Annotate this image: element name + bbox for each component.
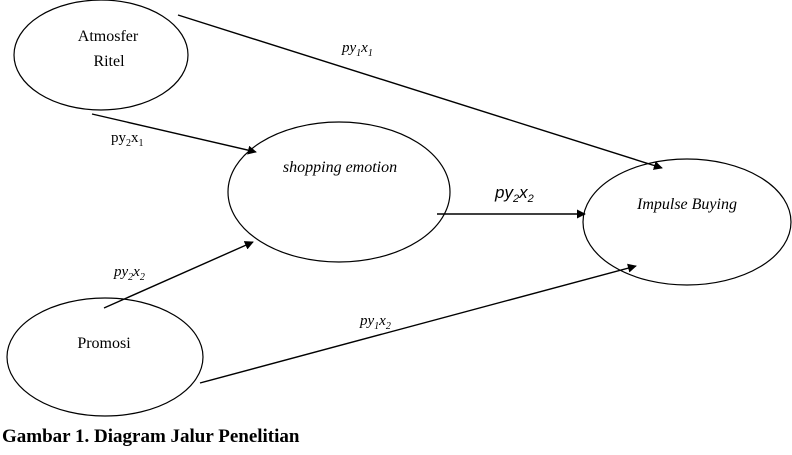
path-diagram: Atmosfer Ritel shopping emotion Impulse … [6, 0, 792, 417]
node-atmosfer-label-line2: Ritel [93, 53, 125, 70]
node-promosi-label: Promosi [77, 335, 131, 352]
edge-label-promosi-impulse: py1x2 [359, 313, 391, 332]
arrow-atmosfer-to-shopping [91, 113, 257, 155]
node-atmosfer-label-line1: Atmosfer [78, 28, 139, 45]
node-promosi [6, 297, 204, 417]
node-impulse-buying [582, 158, 792, 286]
edge-label-promosi-shopping: py2x2 [113, 264, 145, 283]
arrow-promosi-to-shopping [103, 241, 254, 309]
node-shopping-label: shopping emotion [283, 159, 397, 176]
node-atmosfer-ritel [13, 0, 189, 111]
figure-caption: Gambar 1. Diagram Jalur Penelitian [2, 426, 300, 447]
arrow-promosi-to-impulse [199, 263, 637, 384]
edge-label-atmosfer-shopping: py2x1 [111, 130, 144, 149]
arrow-atmosfer-to-impulse [177, 14, 663, 170]
edge-label-atmosfer-impulse: py1x1 [341, 40, 373, 59]
node-impulse-label: Impulse Buying [636, 196, 737, 213]
node-shopping-emotion [227, 121, 451, 263]
edge-label-shopping-impulse: py2x2 [494, 183, 534, 205]
